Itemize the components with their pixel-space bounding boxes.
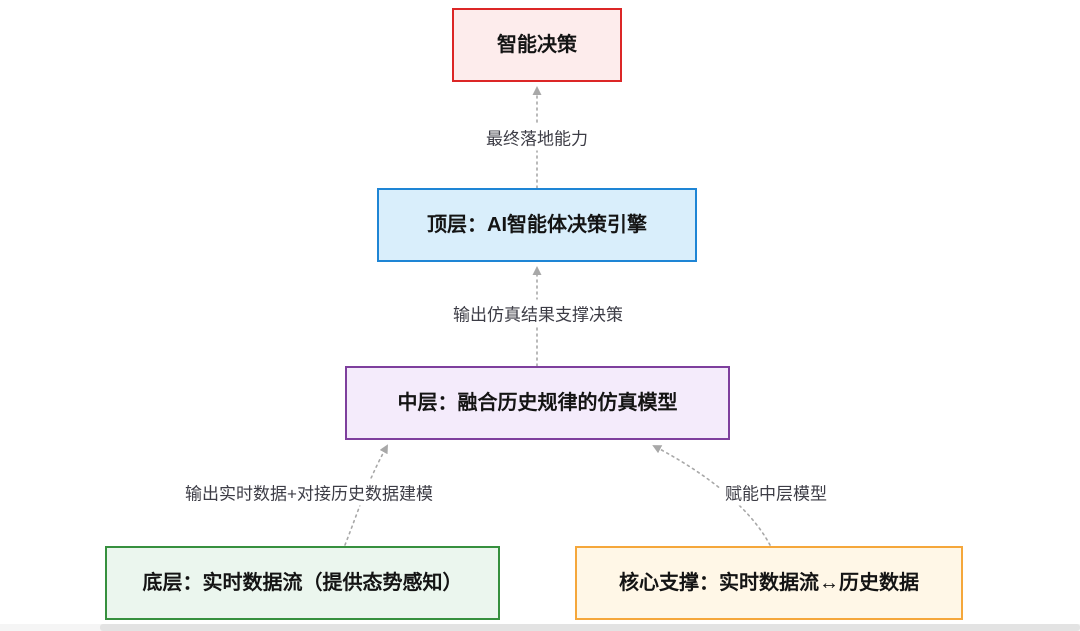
horizontal-scrollbar[interactable]: [0, 624, 1080, 631]
node-top-layer-engine-label: 顶层：AI智能体决策引擎: [427, 213, 647, 236]
node-intelligent-decision-label: 智能决策: [497, 33, 577, 56]
node-core-support: 核心支撑：实时数据流↔历史数据: [575, 546, 963, 620]
node-bottom-realtime-stream: 底层：实时数据流（提供态势感知）: [105, 546, 500, 620]
node-intelligent-decision: 智能决策: [452, 8, 622, 82]
edge-label-final-capability: 最终落地能力: [481, 123, 593, 151]
node-bottom-realtime-stream-label: 底层：实时数据流（提供态势感知）: [142, 571, 463, 594]
node-core-support-label: 核心支撑：实时数据流↔历史数据: [619, 571, 919, 594]
node-top-layer-engine: 顶层：AI智能体决策引擎: [377, 188, 697, 262]
edge-label-empower-middle-model: 赋能中层模型: [720, 478, 832, 506]
edge-label-simulation-output: 输出仿真结果支撑决策: [448, 299, 628, 327]
edge-label-realtime-data-modeling: 输出实时数据+对接历史数据建模: [180, 478, 438, 506]
horizontal-scrollbar-thumb[interactable]: [100, 624, 1080, 631]
node-middle-simulation-model: 中层：融合历史规律的仿真模型: [345, 366, 730, 440]
node-middle-simulation-model-label: 中层：融合历史规律的仿真模型: [397, 391, 678, 414]
